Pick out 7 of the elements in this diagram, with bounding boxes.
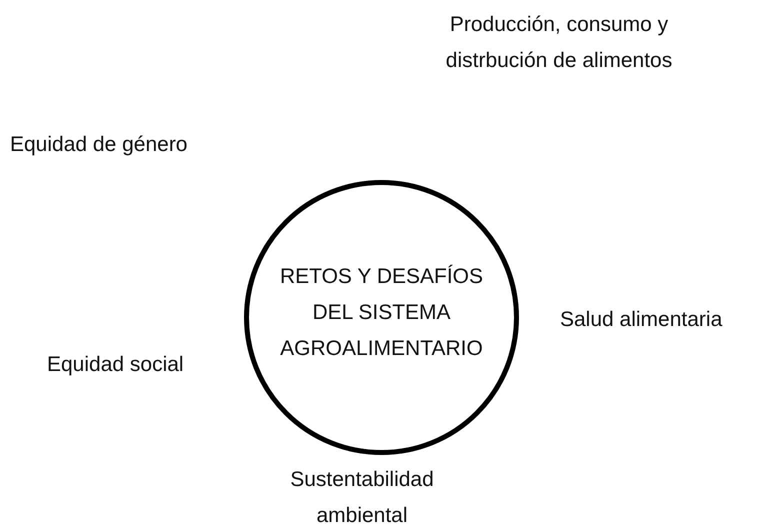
challenge-label: Producción, consumo y distrbución de alimentos <box>444 12 674 74</box>
center-title: RETOS Y DESAFÍOS DEL SISTEMA AGROALIMENTARIO <box>278 264 484 362</box>
challenge-label: Equidad de género <box>10 132 188 158</box>
challenge-label: Salud alimentaria <box>560 307 724 333</box>
challenge-label: Sustentabilidad ambiental <box>289 467 435 526</box>
circle-shape <box>244 180 519 455</box>
challenge-label: Equidad social <box>47 352 185 378</box>
